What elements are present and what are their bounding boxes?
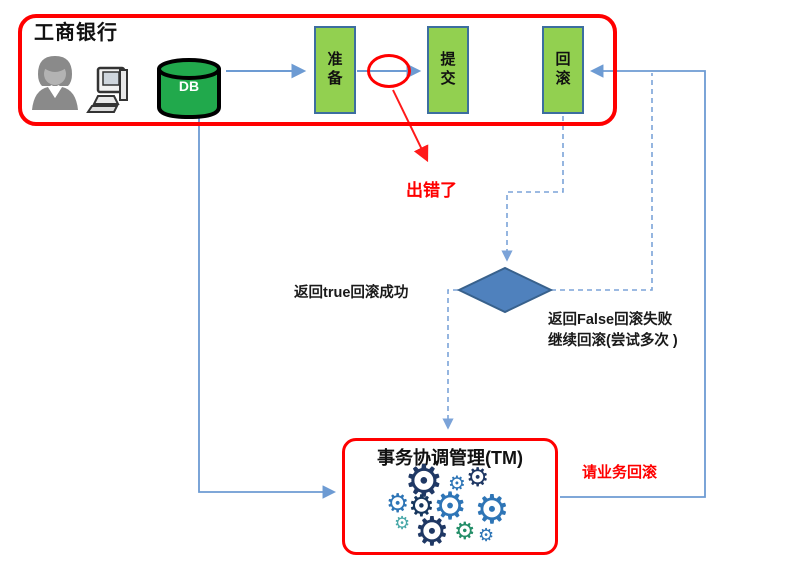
rollback-fail-line2: 继续回滚(尝试多次 )	[548, 333, 678, 350]
gear-icon: ⚙	[448, 473, 466, 495]
db-label: DB	[178, 78, 200, 94]
gears-cluster-icon: ⚙ ⚙ ⚙ ⚙ ⚙ ⚙ ⚙ ⚙ ⚙ ⚙ ⚙	[386, 460, 516, 554]
gear-icon: ⚙	[478, 525, 495, 545]
gear-icon: ⚙	[386, 488, 410, 518]
rollback-success-label: 返回true回滚成功	[294, 285, 409, 301]
arrow-tm-to-rollback	[560, 64, 706, 498]
arrow-db-to-tm	[198, 118, 337, 499]
rollback-fail-line1: 返回False回滚失败	[548, 312, 673, 328]
step-prepare: 准备	[314, 26, 356, 114]
step-commit-label: 提交	[440, 51, 456, 87]
step-commit: 提交	[427, 26, 469, 114]
request-rollback-label: 请业务回滚	[582, 464, 658, 481]
error-point-ellipse	[367, 54, 411, 88]
step-rollback-label: 回滚	[555, 51, 571, 87]
gear-icon: ⚙	[408, 490, 435, 523]
database-cylinder-icon	[157, 58, 221, 120]
dashed-rollback-to-decision	[501, 116, 564, 262]
step-rollback: 回滚	[542, 26, 584, 114]
rollback-fail-label: 返回False回滚失败 继续回滚(尝试多次 )	[548, 310, 678, 352]
gear-icon: ⚙	[414, 510, 450, 554]
gear-icon: ⚙	[394, 513, 411, 533]
gear-icon: ⚙	[404, 457, 444, 506]
step-prepare-label: 准备	[327, 51, 343, 87]
error-label: 出错了	[406, 181, 457, 200]
tm-frame	[342, 438, 558, 555]
decision-diamond	[456, 266, 554, 314]
woman-avatar-icon	[32, 56, 78, 110]
gear-icon: ⚙	[433, 486, 468, 528]
bank-title: 工商银行	[34, 22, 118, 44]
tm-title: 事务协调管理(TM)	[377, 448, 523, 468]
dashed-decision-to-tm	[442, 289, 458, 430]
gear-icon: ⚙	[474, 488, 510, 532]
computer-icon	[86, 66, 128, 113]
gear-icon: ⚙	[466, 462, 490, 492]
gear-icon: ⚙	[454, 518, 476, 545]
bank-frame	[18, 14, 617, 126]
